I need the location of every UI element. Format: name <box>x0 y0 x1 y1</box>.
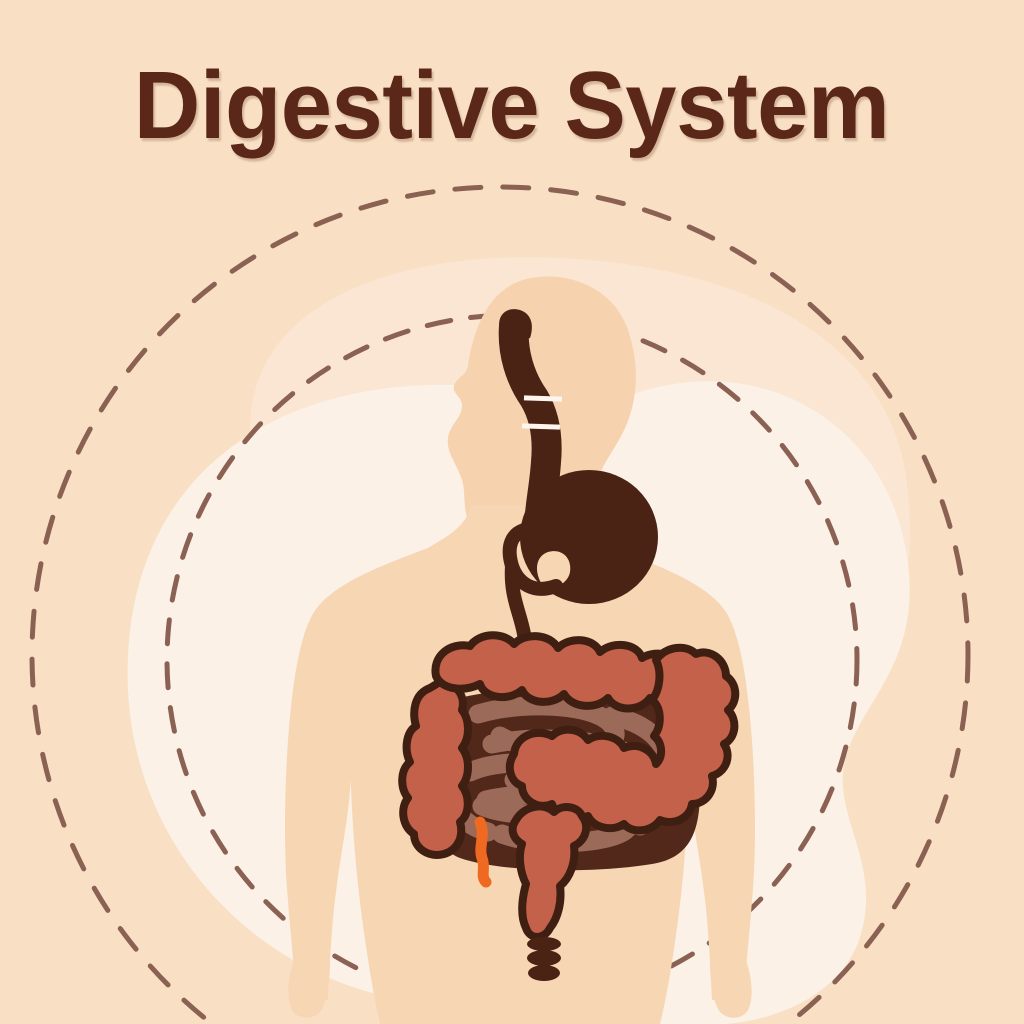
esophagus-band-upper <box>523 395 563 402</box>
anal-canal <box>527 937 561 981</box>
appendix <box>474 816 492 888</box>
esophagus <box>498 311 562 547</box>
anal-canal-segment-1 <box>527 937 561 951</box>
left-hand-silhouette <box>288 960 330 1018</box>
upper-gi-tract-group <box>498 309 658 697</box>
large-intestine <box>398 631 740 941</box>
outer-dashed-arc <box>29 184 971 1024</box>
esophagus-band-lower <box>521 423 561 430</box>
sigmoid-colon-rectum <box>508 802 591 941</box>
anal-canal-segment-2 <box>527 950 561 966</box>
lesser-curvature-notch <box>536 551 571 587</box>
right-hand-silhouette <box>710 960 752 1018</box>
anal-canal-segment-3 <box>528 965 560 981</box>
ascending-colon <box>398 678 472 859</box>
mouth-opening <box>499 309 532 344</box>
